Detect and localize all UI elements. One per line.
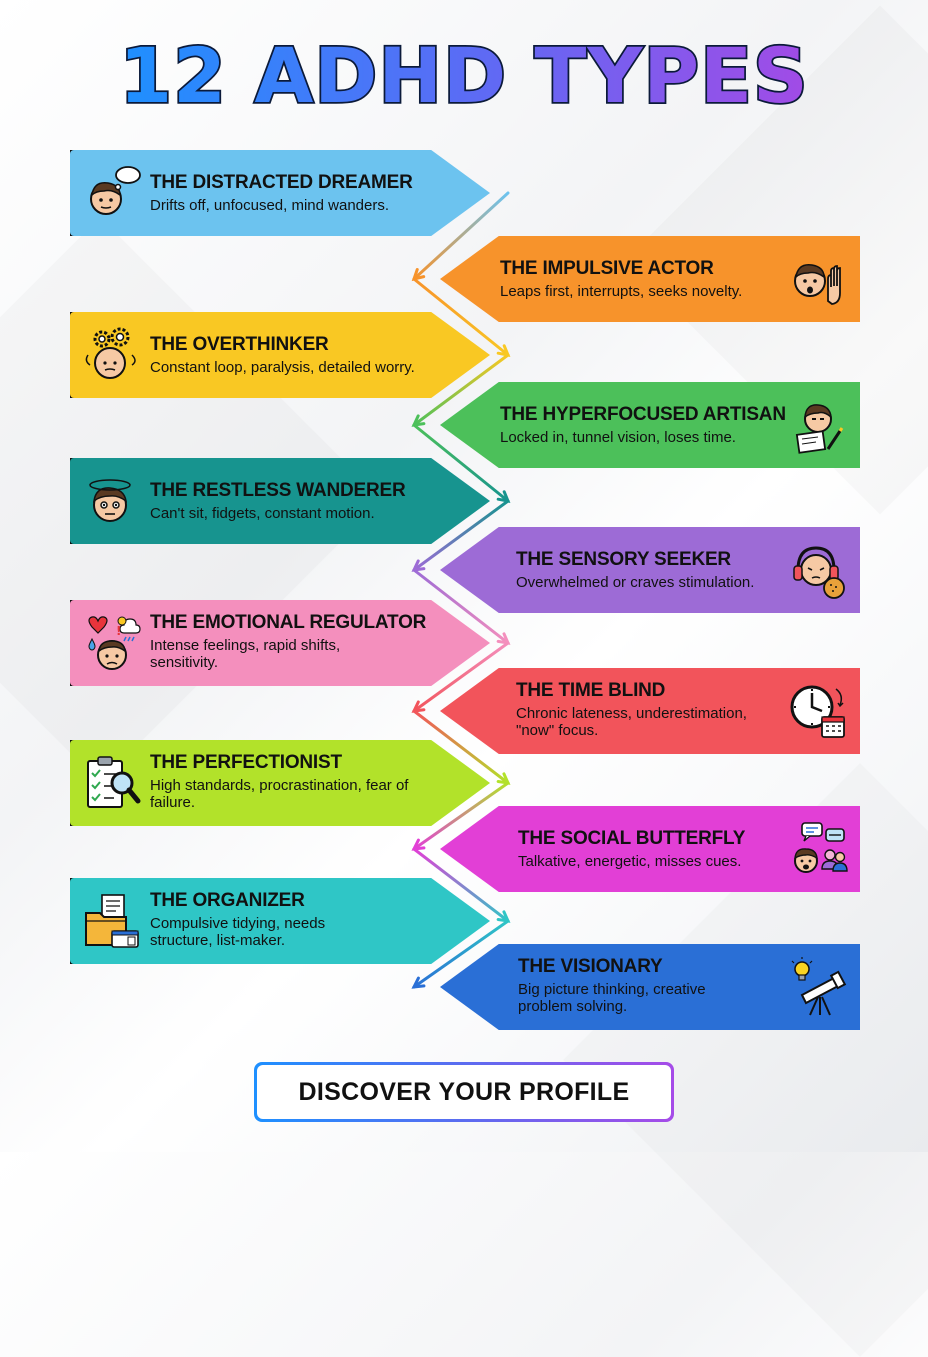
type-title: THE IMPULSIVE ACTOR — [500, 258, 714, 279]
connector-arrowhead — [496, 632, 511, 645]
type-title: THE VISIONARY — [518, 956, 663, 977]
page-title: 12 ADHD TYPES — [117, 29, 809, 122]
raised-hand-face-icon — [794, 264, 841, 305]
chat-people-icon — [794, 822, 848, 873]
page-title-text: 12 ADHD TYPES — [119, 31, 809, 120]
type-title: THE EMOTIONAL REGULATOR — [150, 612, 427, 633]
folder-files-icon — [85, 894, 139, 948]
type-title: THE TIME BLIND — [516, 680, 666, 701]
heart-weather-face-icon: ! — [88, 616, 141, 670]
type-card-restless-wanderer[interactable]: THE RESTLESS WANDERER Can't sit, fidgets… — [70, 458, 490, 544]
connector-arrowhead — [411, 268, 426, 282]
connector-arrowhead — [411, 838, 426, 851]
type-description: High standards, procrastination, fear of… — [150, 777, 409, 811]
type-title: THE DISTRACTED DREAMER — [150, 172, 413, 193]
type-title: THE HYPERFOCUSED ARTISAN — [500, 404, 786, 425]
type-description: Chronic lateness, underestimation, "now"… — [516, 705, 747, 739]
type-description: Big picture thinking, creative problem s… — [518, 981, 706, 1015]
type-title: THE SENSORY SEEKER — [516, 549, 731, 570]
type-title: THE ORGANIZER — [150, 890, 305, 911]
type-card-impulsive-actor[interactable]: THE IMPULSIVE ACTOR Leaps first, interru… — [440, 236, 860, 322]
clock-calendar-icon — [790, 685, 845, 738]
type-card-visionary[interactable]: THE VISIONARY Big picture thinking, crea… — [440, 944, 860, 1030]
type-card-perfectionist[interactable]: THE PERFECTIONIST High standards, procra… — [70, 740, 490, 826]
connector-arrowhead — [496, 490, 511, 503]
type-card-social-butterfly[interactable]: THE SOCIAL BUTTERFLY Talkative, energeti… — [440, 806, 860, 892]
type-description: Leaps first, interrupts, seeks novelty. — [500, 283, 743, 300]
telescope-lightbulb-icon — [791, 957, 847, 1016]
svg-text:!: ! — [116, 624, 121, 638]
discover-profile-button[interactable]: DISCOVER YOUR PROFILE — [254, 1062, 674, 1122]
type-title: THE OVERTHINKER — [150, 334, 329, 355]
type-card-sensory-seeker[interactable]: THE SENSORY SEEKER Overwhelmed or craves… — [440, 527, 860, 613]
type-description: Drifts off, unfocused, mind wanders. — [150, 197, 390, 214]
connector-arrowhead — [496, 910, 511, 923]
gears-head-icon — [85, 327, 136, 379]
type-description: Can't sit, fidgets, constant motion. — [150, 505, 375, 522]
type-title: THE SOCIAL BUTTERFLY — [518, 828, 746, 849]
type-card-overthinker[interactable]: THE OVERTHINKER Constant loop, paralysis… — [70, 312, 490, 398]
type-card-time-blind[interactable]: THE TIME BLIND Chronic lateness, underes… — [440, 668, 860, 754]
connector-arrowhead — [496, 344, 511, 357]
type-card-distracted-dreamer[interactable]: THE DISTRACTED DREAMER Drifts off, unfoc… — [70, 150, 490, 236]
connector-arrowhead — [411, 700, 426, 713]
type-description: Intense feelings, rapid shifts, sensitiv… — [150, 637, 341, 671]
connector-arrowhead — [411, 414, 426, 427]
type-card-hyperfocused-artisan[interactable]: THE HYPERFOCUSED ARTISAN Locked in, tunn… — [440, 382, 860, 468]
type-description: Locked in, tunnel vision, loses time. — [500, 429, 736, 446]
type-title: THE RESTLESS WANDERER — [150, 480, 406, 501]
type-description: Constant loop, paralysis, detailed worry… — [150, 359, 415, 376]
connector-arrowhead — [411, 559, 426, 572]
type-description: Talkative, energetic, misses cues. — [518, 853, 742, 870]
drawing-person-icon — [795, 404, 844, 454]
dizzy-face-icon — [89, 479, 131, 522]
type-title: THE PERFECTIONIST — [150, 752, 342, 773]
type-card-emotional-regulator[interactable]: ! THE EMOTIONAL REGULATOR Intense feelin… — [70, 600, 490, 686]
connector-arrowhead — [411, 976, 426, 989]
type-card-organizer[interactable]: THE ORGANIZER Compulsive tidying, needs … — [70, 878, 490, 964]
daydreaming-face-icon — [90, 166, 141, 215]
type-description: Overwhelmed or craves stimulation. — [516, 574, 755, 591]
connector-arrowhead — [496, 772, 511, 785]
type-description: Compulsive tidying, needs structure, lis… — [150, 915, 326, 949]
checklist-magnifier-icon — [87, 756, 141, 808]
headphones-face-icon — [793, 546, 845, 599]
discover-profile-label: DISCOVER YOUR PROFILE — [257, 1065, 671, 1119]
